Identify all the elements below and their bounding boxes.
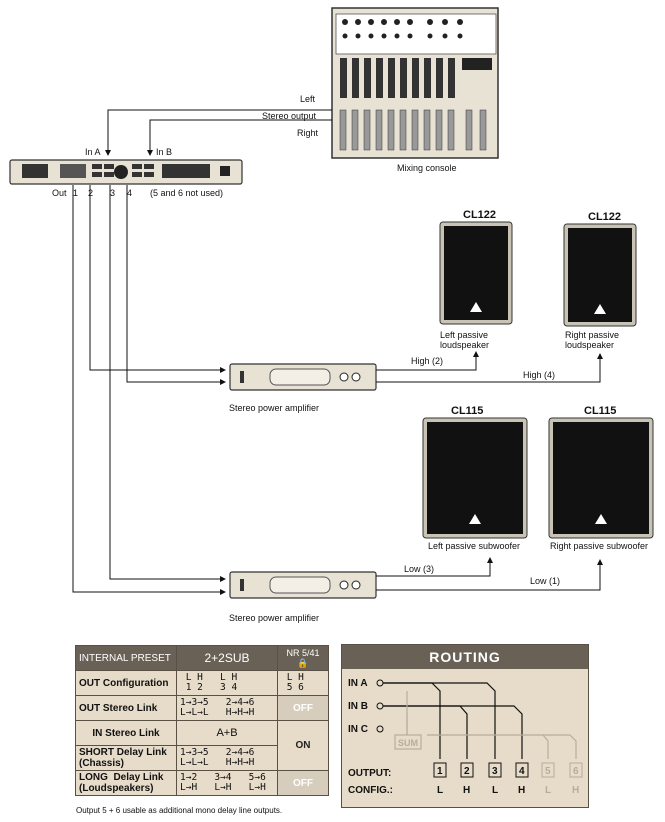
cl122-right-caption-1: Right passive <box>565 330 619 340</box>
amp-top-label: Stereo power amplifier <box>229 403 319 413</box>
preset-header-nr: NR 5/41 🔒 <box>277 645 329 671</box>
row-out-config-name: OUT Configuration <box>75 670 177 696</box>
mixing-console-label: Mixing console <box>397 163 457 173</box>
not-used-label: (5 and 6 not used) <box>150 188 223 198</box>
routing-in-a: IN A <box>348 678 368 689</box>
row-out-config-state: L H 5 6 <box>277 670 329 696</box>
out-label: Out <box>52 188 67 198</box>
routing-config-6: H <box>572 785 579 796</box>
output-cables <box>72 185 226 595</box>
cl122-left-speaker <box>439 221 513 325</box>
routing-config-1: L <box>437 785 443 796</box>
routing-output-4: 4 <box>519 766 525 777</box>
lock-icon: 🔒 <box>297 657 309 668</box>
stereo-power-amplifier-bottom <box>229 571 377 599</box>
routing-config-2: H <box>463 785 470 796</box>
cl122-left-caption-1: Left passive <box>440 330 488 340</box>
high-4-label: High (4) <box>523 370 555 380</box>
routing-config-4: H <box>518 785 525 796</box>
mixing-console <box>331 7 499 159</box>
row-long-delay-state: OFF <box>277 770 329 796</box>
speaker-cables <box>376 351 603 591</box>
routing-config-label: CONFIG.: <box>348 785 393 796</box>
in-a-label: In A <box>85 147 101 157</box>
cl122-right-caption-2: loudspeaker <box>565 340 614 350</box>
low-1-label: Low (1) <box>530 576 560 586</box>
routing-config-5: L <box>545 785 551 796</box>
right-label: Right <box>297 128 319 138</box>
out-3-label: 3 <box>110 188 115 198</box>
routing-graph: IN A IN B IN C OUTPUT: CONFIG.: SUM <box>348 678 583 796</box>
row-short-delay-name: SHORT Delay Link (Chassis) <box>75 745 177 771</box>
row-long-delay-value: 1→2 3→4 5→6 L→H L→H L→H <box>176 770 278 796</box>
row-short-delay-value: 1→3→5 2→4→6 L→L→L H→H→H <box>176 745 278 771</box>
stereo-output-cables <box>105 109 332 156</box>
cl115-right-model: CL115 <box>584 405 616 417</box>
routing-sum: SUM <box>398 738 418 748</box>
routing-panel: ROUTING IN A IN B IN C OUTPUT: CONFIG.: <box>341 644 589 808</box>
routing-title: ROUTING <box>342 645 588 669</box>
routing-output-3: 3 <box>492 766 498 777</box>
cl115-right-subwoofer <box>548 417 654 539</box>
cl122-right-model: CL122 <box>588 211 621 223</box>
out-1-label: 1 <box>73 188 78 198</box>
row-out-stereo-link-value: 1→3→5 2→4→6 L→L→L H→H→H <box>176 695 278 721</box>
cl115-left-model: CL115 <box>451 405 483 417</box>
routing-output-6: 6 <box>573 766 579 777</box>
low-3-label: Low (3) <box>404 564 434 574</box>
row-long-delay-name: LONG Delay Link (Loudspeakers) <box>75 770 177 796</box>
cl122-right-speaker <box>563 223 637 327</box>
stereo-output-label: Stereo output <box>262 111 317 121</box>
out-4-label: 4 <box>127 188 132 198</box>
cl122-left-caption-2: loudspeaker <box>440 340 489 350</box>
row-in-stereo-link-name: IN Stereo Link <box>75 720 177 746</box>
wiring-diagram: Mixing console Left Stereo output Right … <box>9 7 654 623</box>
preset-header-name: INTERNAL PRESET <box>75 645 177 671</box>
speaker-processor <box>9 159 243 185</box>
internal-preset-table: INTERNAL PRESET 2+2SUB NR 5/41 🔒 OUT Con… <box>75 645 329 796</box>
row-in-stereo-link-state: ON <box>277 720 329 771</box>
cl115-right-caption: Right passive subwoofer <box>550 541 648 551</box>
routing-config-3: L <box>492 785 498 796</box>
routing-output-1: 1 <box>437 766 443 777</box>
preset-header-nr-text: NR 5/41 <box>286 647 320 658</box>
row-out-stereo-link-state: OFF <box>277 695 329 721</box>
cl122-left-model: CL122 <box>463 209 496 221</box>
preset-header-value: 2+2SUB <box>176 645 278 671</box>
row-out-config-value: L H L H 1 2 3 4 <box>176 670 278 696</box>
left-label: Left <box>300 94 316 104</box>
cl115-left-subwoofer <box>422 417 528 539</box>
in-b-label: In B <box>156 147 172 157</box>
routing-in-b: IN B <box>348 701 368 712</box>
amp-bottom-label: Stereo power amplifier <box>229 613 319 623</box>
row-in-stereo-link-value: A+B <box>176 720 278 746</box>
out-2-label: 2 <box>88 188 93 198</box>
stereo-power-amplifier-top <box>229 363 377 391</box>
cl115-left-caption: Left passive subwoofer <box>428 541 520 551</box>
routing-output-label: OUTPUT: <box>348 768 391 779</box>
row-out-stereo-link-name: OUT Stereo Link <box>75 695 177 721</box>
high-2-label: High (2) <box>411 356 443 366</box>
routing-output-5: 5 <box>545 766 551 777</box>
routing-in-c: IN C <box>348 724 368 735</box>
footnote: Output 5 + 6 usable as additional mono d… <box>76 806 283 815</box>
routing-output-2: 2 <box>464 766 470 777</box>
